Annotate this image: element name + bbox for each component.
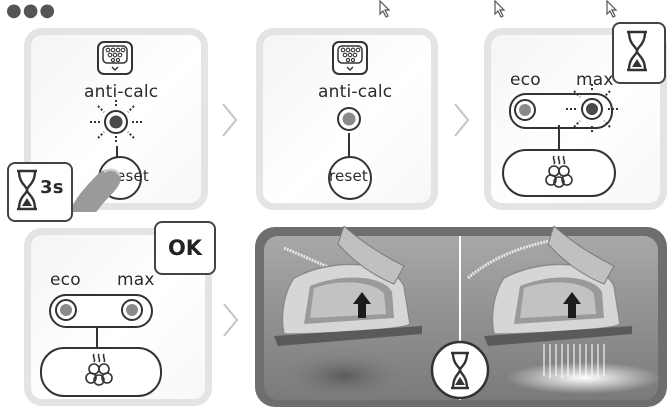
steam-icon <box>85 353 113 386</box>
anti-calc-icon <box>332 41 368 75</box>
anti-calc-led-blinking <box>90 100 142 144</box>
max-led-blinking <box>566 84 618 134</box>
anti-calc-label: anti-calc <box>318 82 393 102</box>
cursor-icon <box>606 0 618 18</box>
iron-illustration <box>255 226 667 407</box>
reset-button-label: reset <box>329 167 368 185</box>
hourglass-icon <box>17 169 37 211</box>
reset-button[interactable] <box>328 156 372 200</box>
timer-badge <box>7 162 73 222</box>
eco-led <box>55 299 77 321</box>
steam-icon <box>545 155 573 188</box>
hourglass-icon <box>627 30 647 72</box>
more-dots-icon[interactable]: ●●● <box>6 0 57 21</box>
ok-badge: OK <box>154 221 216 275</box>
connector-line <box>558 125 560 149</box>
eco-label: eco <box>50 270 81 290</box>
anti-calc-label: anti-calc <box>84 82 159 102</box>
chevron-right-icon <box>223 303 239 337</box>
chevron-right-icon <box>222 103 238 137</box>
max-label: max <box>117 270 155 290</box>
anti-calc-led <box>337 107 361 131</box>
max-led <box>121 299 143 321</box>
max-label: max <box>576 70 614 90</box>
eco-label: eco <box>510 70 541 90</box>
timer-label: 3s <box>40 177 64 198</box>
cursor-icon <box>379 0 391 18</box>
chevron-right-icon <box>454 103 470 137</box>
connector-line <box>348 133 350 157</box>
eco-led <box>514 99 536 121</box>
finger-illustration <box>70 168 121 212</box>
connector-line <box>96 326 98 348</box>
anti-calc-icon <box>97 41 133 75</box>
cursor-icon <box>494 0 506 18</box>
